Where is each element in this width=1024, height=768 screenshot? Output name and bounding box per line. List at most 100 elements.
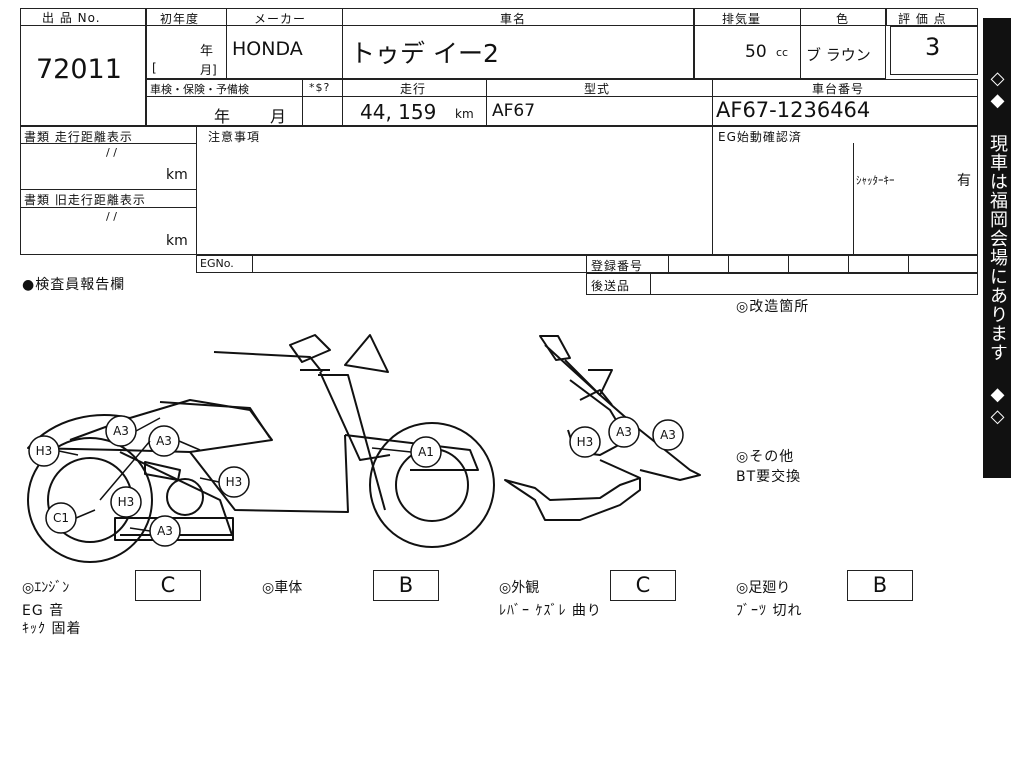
frame-value: AF67-1236464 bbox=[716, 98, 871, 122]
grade-box-body: B bbox=[373, 570, 439, 601]
year-bracket: [ bbox=[152, 61, 157, 75]
score-box bbox=[890, 26, 978, 75]
svg-text:A3: A3 bbox=[616, 425, 632, 439]
year-nen: 年 bbox=[200, 44, 214, 59]
tax-label: *$? bbox=[309, 81, 331, 94]
doc-old-mileage-unit: km bbox=[166, 233, 188, 249]
rear-wheel-inner bbox=[47, 457, 133, 543]
doc-mileage-slashes: / / bbox=[106, 146, 117, 159]
svg-text:A3: A3 bbox=[156, 434, 172, 448]
eg-start-label: EG始動確認済 bbox=[718, 130, 802, 144]
egno-label: EGNo. bbox=[200, 257, 234, 270]
lot-number: 72011 bbox=[36, 54, 122, 85]
lot-label: 出 品 No. bbox=[42, 11, 101, 25]
grade-box-suspension: B bbox=[847, 570, 913, 601]
modified-label: ◎改造箇所 bbox=[736, 299, 810, 315]
grade-label-engine: ◎ｴﾝｼﾞﾝ bbox=[22, 580, 70, 596]
mileage-value: 44, 159 bbox=[360, 100, 437, 124]
mark-a3-seat: A3 bbox=[148, 425, 180, 457]
model-value: トゥデ イー2 bbox=[350, 39, 499, 68]
svg-text:A3: A3 bbox=[113, 424, 129, 438]
mark-a3-top-1: A3 bbox=[608, 416, 640, 448]
doc-mileage-unit: km bbox=[166, 167, 188, 183]
grade-label-suspension: ◎足廻り bbox=[736, 580, 791, 596]
model-label: 車名 bbox=[500, 12, 527, 26]
mileage-unit: km bbox=[455, 107, 474, 121]
exterior-comment: ﾚﾊﾞｰ ｹｽﾞﾚ 曲り bbox=[499, 603, 602, 619]
svg-text:A3: A3 bbox=[157, 524, 173, 538]
doc-old-mileage-slashes: / / bbox=[106, 210, 117, 223]
mark-a1-front: A1 bbox=[410, 436, 442, 468]
svg-text:H3: H3 bbox=[118, 495, 135, 509]
registration-label: 登録番号 bbox=[591, 259, 644, 273]
svg-text:H3: H3 bbox=[36, 444, 53, 458]
inspection-label: 車検・保険・予備検 bbox=[150, 83, 249, 96]
inspector-label: ●検査員報告欄 bbox=[22, 277, 126, 293]
mirror bbox=[344, 334, 389, 373]
notes-box bbox=[20, 126, 978, 255]
type-value: AF67 bbox=[492, 101, 536, 121]
row1-box bbox=[146, 8, 694, 79]
shutter-key-value: 有 bbox=[957, 173, 971, 189]
row2-box bbox=[146, 79, 978, 126]
color-value: ブ ラウン bbox=[806, 46, 871, 64]
delivery-label: 後送品 bbox=[591, 279, 631, 293]
displacement-value: 50 bbox=[745, 42, 767, 62]
svg-text:C1: C1 bbox=[53, 511, 69, 525]
lot-box bbox=[20, 8, 146, 126]
engine-block bbox=[114, 517, 234, 541]
mileage-label: 走行 bbox=[400, 82, 427, 96]
year-month: 月] bbox=[200, 63, 217, 77]
floor-frame bbox=[189, 434, 349, 513]
svg-text:H3: H3 bbox=[226, 475, 243, 489]
doc-old-mileage-label: 書類 旧走行距離表示 bbox=[24, 193, 146, 207]
rear-wheel-outer bbox=[27, 437, 153, 563]
svg-text:A3: A3 bbox=[660, 428, 676, 442]
engine-comment-2: ｷｯｸ 固着 bbox=[22, 621, 82, 637]
grade-box-engine: C bbox=[135, 570, 201, 601]
mark-a3-muffler: A3 bbox=[149, 515, 181, 547]
front-wheel-inner bbox=[395, 448, 469, 522]
type-label: 型式 bbox=[584, 82, 611, 96]
inspection-nen: 年 bbox=[214, 107, 231, 126]
caution-label: 注意事項 bbox=[208, 130, 261, 144]
displacement-unit: cc bbox=[776, 46, 789, 59]
score-label: 評 価 点 bbox=[898, 12, 947, 26]
grade-label-body: ◎車体 bbox=[262, 580, 303, 596]
svg-text:A1: A1 bbox=[418, 445, 434, 459]
mark-h3-lower: H3 bbox=[110, 486, 142, 518]
year-label: 初年度 bbox=[160, 12, 200, 26]
other-label: ◎その他 bbox=[736, 449, 795, 465]
engine-comment-1: EG 音 bbox=[22, 603, 65, 619]
maker-value: HONDA bbox=[232, 38, 303, 60]
handlebar bbox=[213, 351, 323, 373]
score-value: 3 bbox=[925, 33, 941, 61]
doc-mileage-label: 書類 走行距離表示 bbox=[24, 130, 133, 144]
grade-label-exterior: ◎外観 bbox=[499, 580, 540, 596]
svg-text:H3: H3 bbox=[577, 435, 594, 449]
inspection-month: 月 bbox=[270, 107, 287, 126]
top-mirror bbox=[539, 335, 571, 361]
mark-c1-wheel: C1 bbox=[45, 502, 77, 534]
top-body bbox=[504, 477, 641, 521]
front-fork bbox=[318, 374, 386, 511]
mark-a3-top-2: A3 bbox=[652, 419, 684, 451]
mark-h3-engine: H3 bbox=[218, 466, 250, 498]
location-banner: ◇◆ 現車は福岡会場にあります ◆◇ bbox=[983, 18, 1011, 478]
frame-label: 車台番号 bbox=[812, 82, 865, 96]
other-value: BT要交換 bbox=[736, 469, 802, 485]
rear-body bbox=[27, 399, 273, 453]
grade-box-exterior: C bbox=[610, 570, 676, 601]
mark-h3-top: H3 bbox=[569, 426, 601, 458]
mark-h3-rear: H3 bbox=[28, 435, 60, 467]
suspension-comment: ﾌﾞｰﾂ 切れ bbox=[736, 603, 803, 619]
egno-box bbox=[196, 255, 978, 273]
front-wheel-outer bbox=[369, 422, 495, 548]
delivery-box bbox=[586, 273, 978, 295]
displacement-label: 排気量 bbox=[722, 12, 762, 26]
shutter-key-label: ｼｬｯﾀｰｷｰ bbox=[856, 174, 895, 187]
maker-label: メーカー bbox=[254, 12, 307, 26]
row1-right-box bbox=[694, 8, 886, 79]
mark-a3-rear-top: A3 bbox=[105, 415, 137, 447]
location-banner-text: ◇◆ 現車は福岡会場にあります ◆◇ bbox=[987, 68, 1008, 428]
